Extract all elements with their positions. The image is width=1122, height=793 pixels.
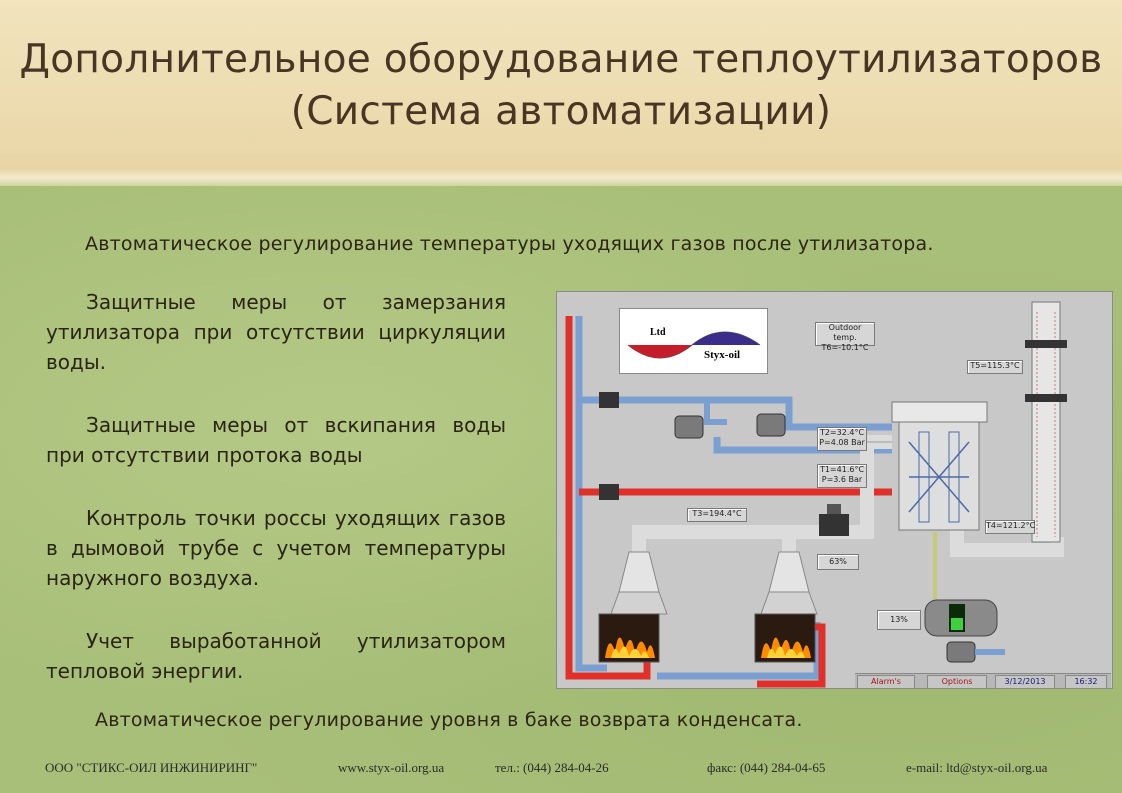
cold-pipe-return	[579, 396, 892, 431]
lead-text-bottom: Автоматическое регулирование уровня в ба…	[95, 709, 803, 731]
scada-status-bar: Alarm's Options 3/12/2013 16:32	[855, 673, 1111, 688]
flue-pipe	[632, 435, 892, 572]
page-title-line2: (Система автоматизации)	[290, 89, 832, 134]
t2-value: T2=32.4°C	[819, 428, 865, 437]
t3-readout: T3=194.4°C	[687, 508, 747, 522]
paragraph-freeze-protection: Защитные меры от замерзания утилизатора …	[46, 287, 506, 377]
cold-pipe-left	[575, 316, 607, 672]
outdoor-temp-label: Outdoor temp.	[828, 323, 862, 342]
t1-readout: T1=41.6°C P=3.6 Bar	[817, 464, 867, 488]
tank-level-readout: 13%	[877, 610, 921, 630]
time-display: 16:32	[1065, 675, 1107, 688]
outdoor-temp-readout: Outdoor temp. T6=-10.1°C	[815, 322, 875, 352]
outdoor-temp-value: T6=-10.1°C	[821, 343, 869, 352]
paragraph-dew-point: Контроль точки россы уходящих газов в ды…	[46, 503, 506, 593]
logo-brand: Styx-oil	[704, 349, 741, 361]
page-title: Дополнительное оборудование теплоутилиза…	[0, 34, 1122, 138]
scada-diagram: Ltd Styx-oil Outdoor temp. T6=-10.1°C T5…	[556, 291, 1113, 689]
lead-text-top: Автоматическое регулирование температуры…	[85, 233, 934, 255]
pump-icon	[674, 415, 704, 439]
footer-email[interactable]: e-mail: ltd@styx-oil.org.ua	[906, 760, 1048, 775]
paragraph-text: Защитные меры от замерзания утилизатора …	[46, 290, 506, 374]
page-title-line1: Дополнительное оборудование теплоутилиза…	[19, 37, 1103, 82]
pump-icon	[946, 641, 976, 663]
t2-readout: T2=32.4°C P=4.08 Bar	[817, 427, 867, 451]
p1-value: P=3.6 Bar	[821, 475, 863, 484]
date-display: 3/12/2013	[995, 675, 1055, 688]
paragraph-text: Учет выработанной утилизатором тепловой …	[46, 629, 506, 683]
styx-oil-logo: Ltd Styx-oil	[619, 308, 768, 374]
t1-value: T1=41.6°C	[819, 465, 865, 474]
footer-phone: тел.: (044) 284-04-26	[495, 760, 609, 775]
header-torn-edge	[0, 168, 1122, 190]
valve-icon	[599, 392, 619, 408]
paragraph-text: Контроль точки россы уходящих газов в ды…	[46, 506, 506, 590]
valve-icon	[599, 484, 619, 500]
pump-icon	[756, 413, 786, 437]
paragraph-boil-protection: Защитные меры от вскипания воды при отсу…	[46, 410, 506, 470]
options-button[interactable]: Options	[927, 675, 987, 688]
header-band	[0, 0, 1122, 178]
footer-fax: факс: (044) 284-04-65	[707, 760, 826, 775]
footer: ООО "СТИКС-ОИЛ ИНЖИНИРИНГ" www.styx-oil.…	[0, 760, 1122, 782]
logo-ltd: Ltd	[650, 327, 666, 338]
footer-website[interactable]: www.styx-oil.org.ua	[338, 760, 445, 775]
control-valve-icon	[819, 514, 849, 536]
chimney	[1031, 301, 1061, 543]
t4-readout: T4=121.2°C	[985, 520, 1035, 534]
p2-value: P=4.08 Bar	[819, 438, 865, 447]
footer-company: ООО "СТИКС-ОИЛ ИНЖИНИРИНГ"	[45, 760, 258, 775]
valve-position-readout: 63%	[817, 554, 859, 570]
paragraph-text: Защитные меры от вскипания воды при отсу…	[46, 413, 506, 467]
paragraph-heat-metering: Учет выработанной утилизатором тепловой …	[46, 626, 506, 686]
alarms-button[interactable]: Alarm's	[857, 675, 915, 688]
hot-pipe-left	[565, 316, 617, 680]
t5-readout: T5=115.3°C	[967, 360, 1023, 374]
